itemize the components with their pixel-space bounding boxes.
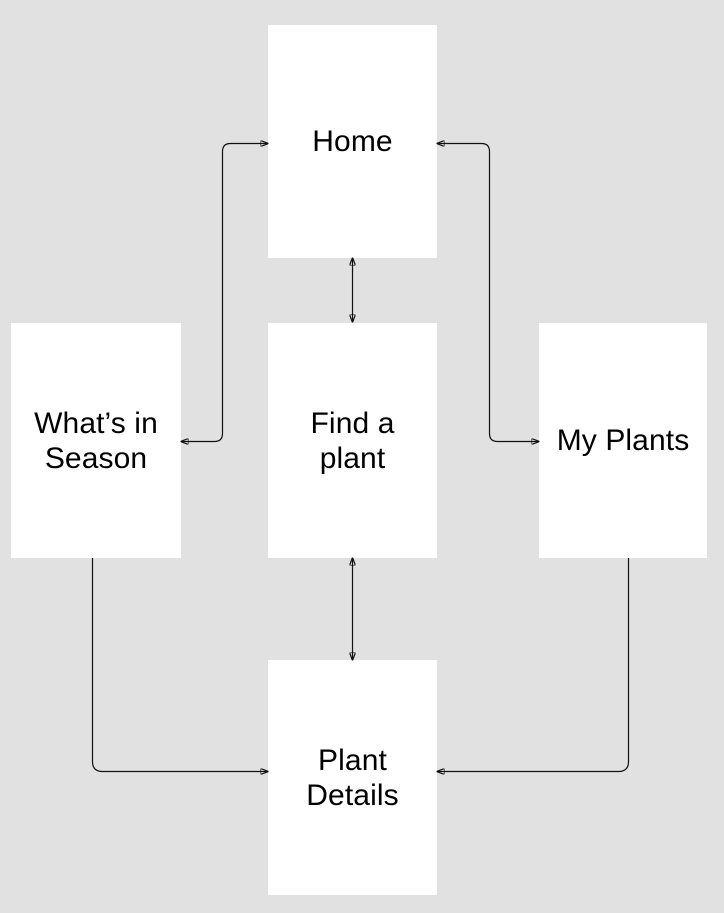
edge-home-whats-in-season xyxy=(181,144,268,442)
label-line: Home xyxy=(312,125,393,158)
label-line: My Plants xyxy=(556,424,690,457)
edge-whats-in-season-plant-details xyxy=(91,558,269,772)
label-line: Plant xyxy=(318,743,387,777)
node-plant-details[interactable]: Plant Details xyxy=(268,660,437,895)
edge-home-my-plants xyxy=(437,144,539,442)
label-line: Details xyxy=(306,778,399,812)
node-find-a-plant-label: Find a plant xyxy=(311,406,395,476)
label-line: What’s in xyxy=(34,406,158,440)
edge-my-plants-plant-details xyxy=(437,558,630,772)
label-line: plant xyxy=(319,441,386,475)
node-whats-in-season[interactable]: What’s in Season xyxy=(11,323,181,558)
label-line: Find a xyxy=(310,406,395,440)
node-whats-in-season-label: What’s in Season xyxy=(34,406,158,476)
label-line: Season xyxy=(44,441,148,475)
node-my-plants-label: My Plants xyxy=(557,423,690,458)
node-plant-details-label: Plant Details xyxy=(306,743,398,813)
node-home[interactable]: Home xyxy=(268,25,437,258)
node-home-label: Home xyxy=(312,124,392,159)
node-find-a-plant[interactable]: Find a plant xyxy=(268,323,437,558)
node-my-plants[interactable]: My Plants xyxy=(539,323,707,558)
